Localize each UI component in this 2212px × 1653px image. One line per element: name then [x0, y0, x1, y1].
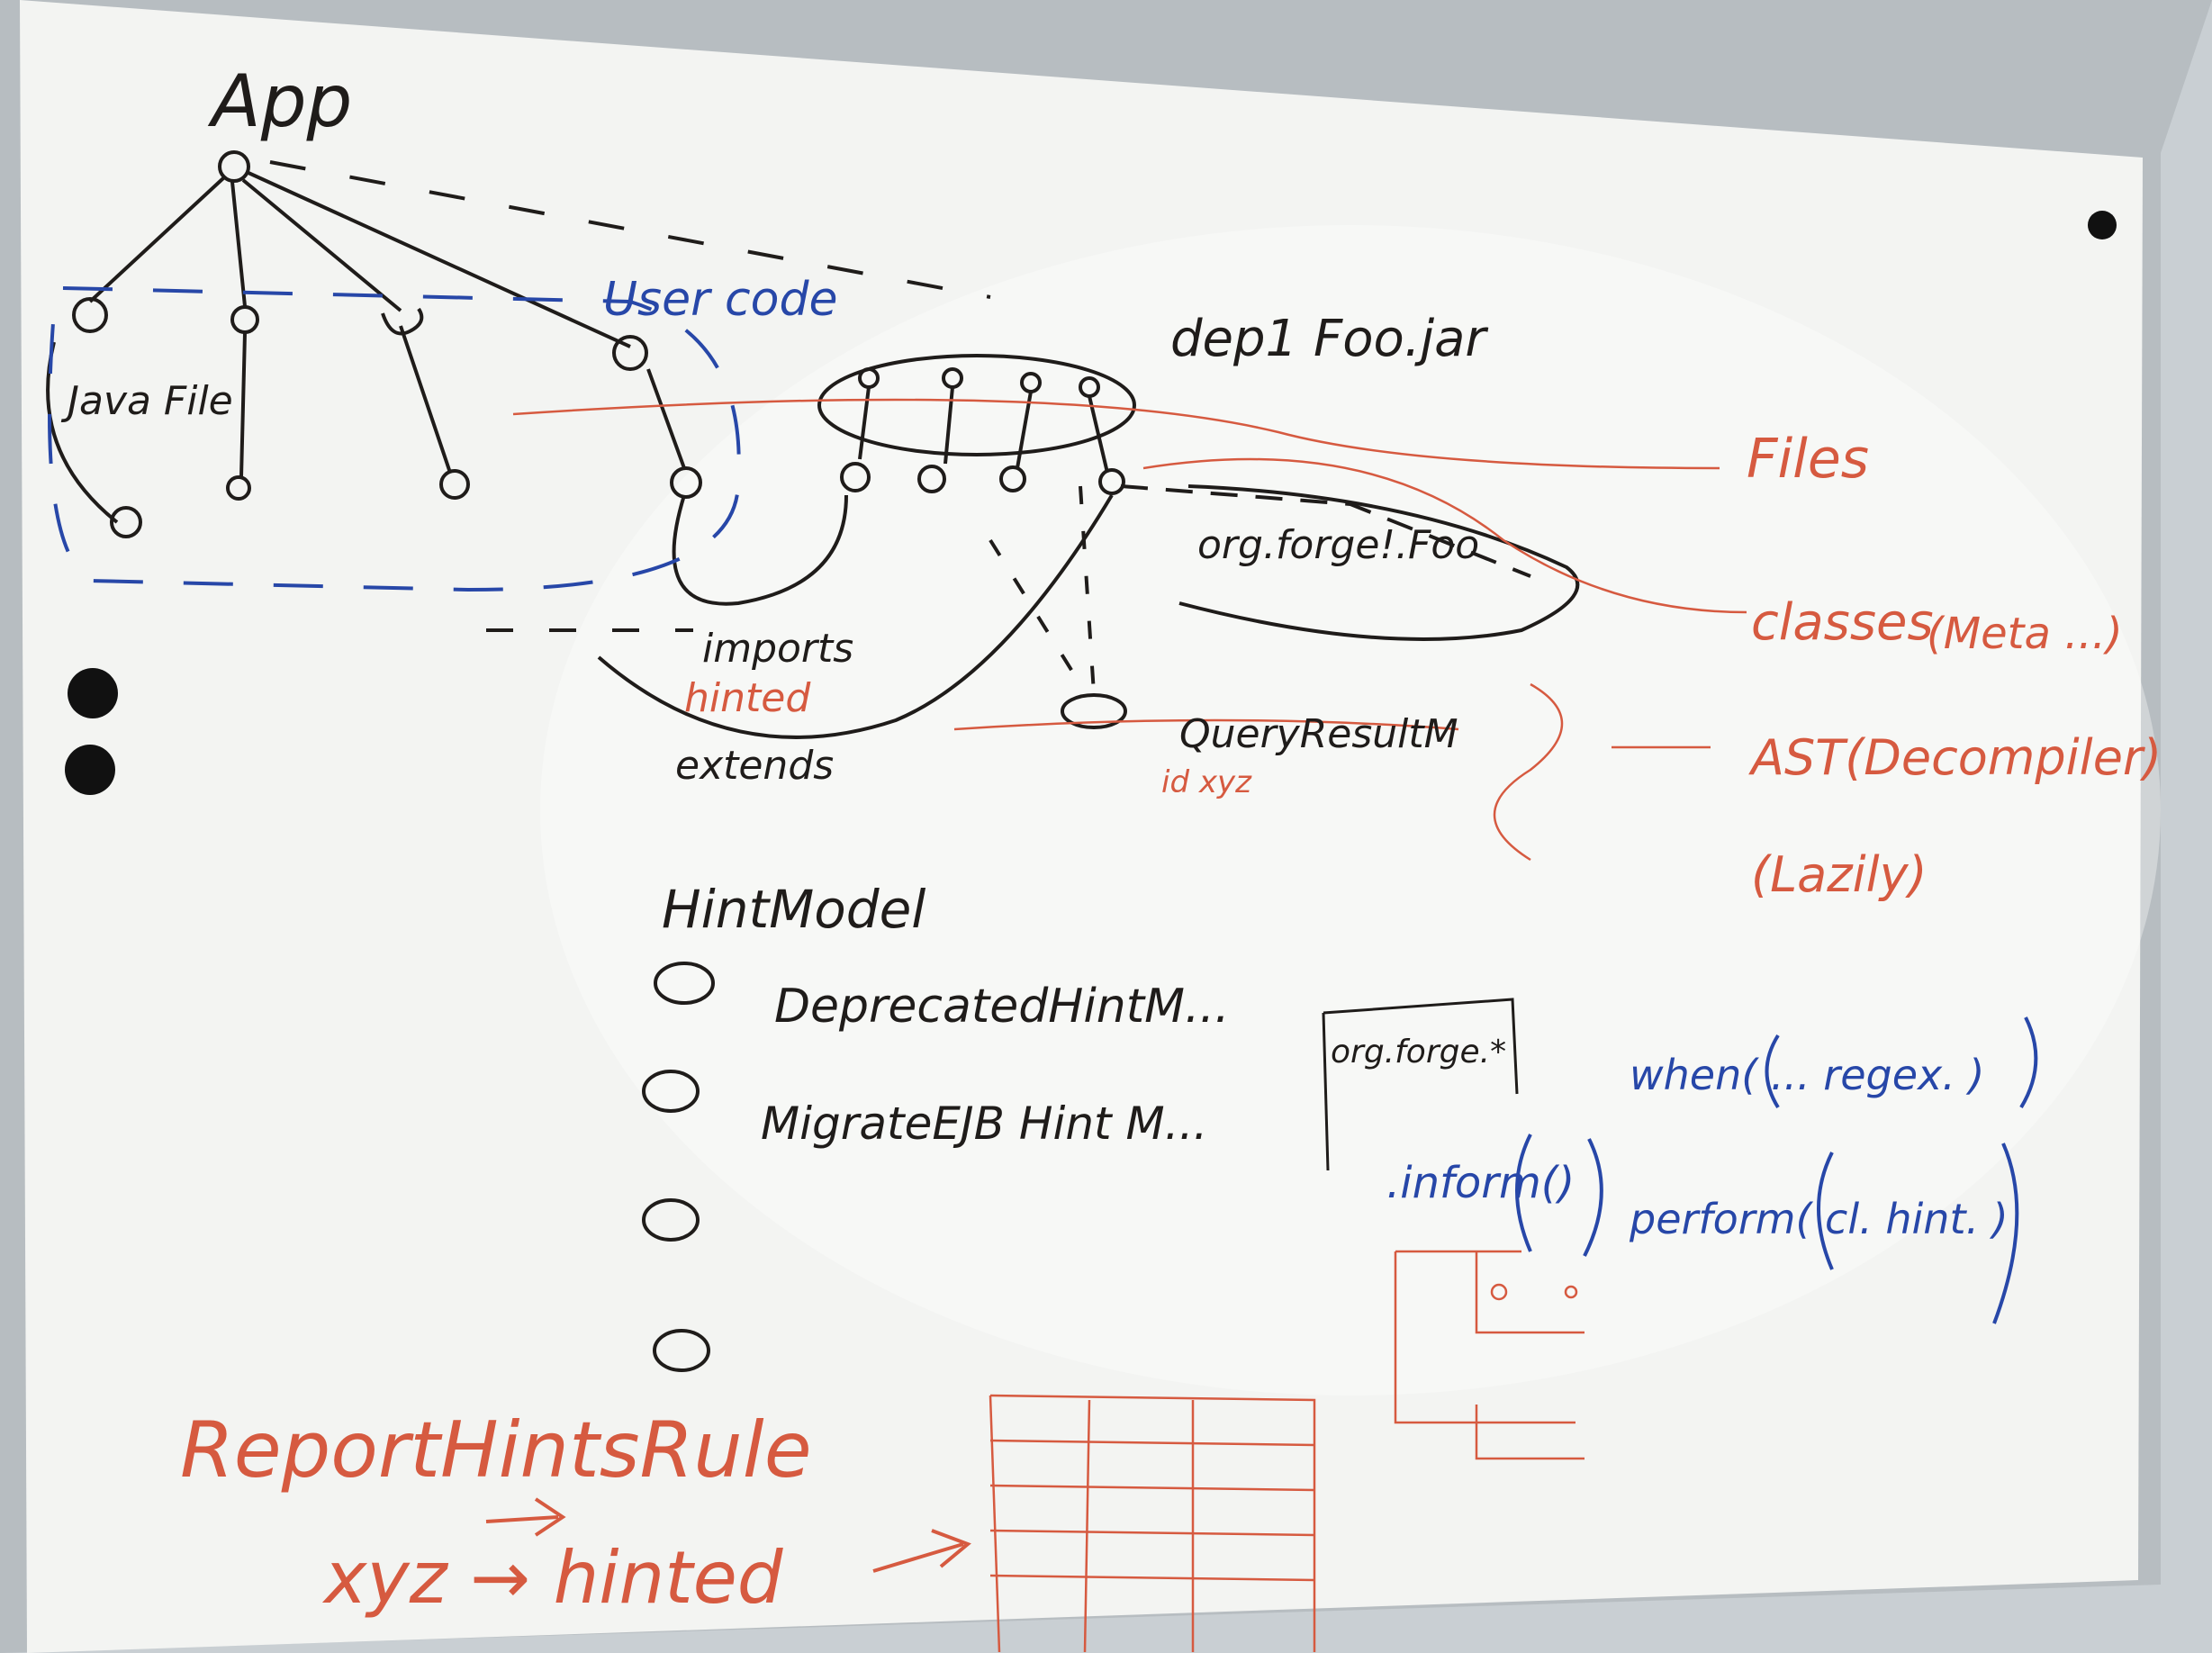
hint-model-title: HintModel: [662, 879, 925, 940]
file-label: Java File: [60, 378, 233, 424]
hint-item-1: DeprecatedHintM...: [774, 980, 1230, 1034]
legend-classes: classes: [1751, 593, 1934, 652]
root-label: App: [207, 59, 352, 143]
report-arrow: [485, 1497, 971, 1573]
query-sub: id xyz: [1161, 764, 1252, 800]
legend-ast: AST(Decompiler): [1748, 729, 2162, 786]
jar-label: dep1 Foo.jar: [1170, 310, 1488, 368]
tier-lines: [512, 398, 1747, 1653]
code-box: [1322, 998, 1519, 1171]
user-code-label: User code: [603, 273, 837, 327]
app-tree: [46, 150, 1580, 739]
legend-ast-note: (Lazily): [1751, 846, 1928, 903]
hint-bullets: [642, 962, 715, 1372]
legend-files: Files: [1747, 428, 1869, 491]
blue-labels: User code .inform() when( ... regex. ) p…: [603, 273, 2009, 1243]
legend-classes-note: (Meta ...): [1927, 609, 2123, 659]
magnet-icon: [2088, 211, 2117, 239]
black-labels: App Java File dep1 Foo.jar org.forge!.Fo…: [60, 59, 1506, 1150]
report-mapping: xyz → hinted: [321, 1536, 784, 1620]
code-method: .inform(): [1386, 1158, 1575, 1208]
query-label: QueryResultM: [1179, 711, 1458, 757]
code-perform: perform( cl. hint. ): [1629, 1195, 2009, 1243]
board-surface: [20, 0, 2143, 1653]
edge-label-hinted: hinted: [684, 675, 811, 721]
magnet-icon: [68, 668, 118, 718]
edge-label-imports: imports: [702, 626, 853, 672]
code-parens: [1515, 1016, 2038, 1324]
hint-item-2: MigrateEJB Hint M...: [761, 1097, 1207, 1150]
magnet-icon: [65, 745, 115, 795]
code-box-label: org.forge.*: [1331, 1034, 1506, 1070]
user-code-boundary: [48, 286, 741, 592]
class-label: org.forge!.Foo: [1197, 522, 1479, 568]
report-rule: ReportHintsRule: [180, 1405, 812, 1495]
red-labels: hinted id xyz Files classes (Meta ...) A…: [180, 428, 2162, 1620]
edge-label-extends: extends: [675, 743, 834, 789]
code-when: when( ... regex. ): [1630, 1051, 1984, 1099]
